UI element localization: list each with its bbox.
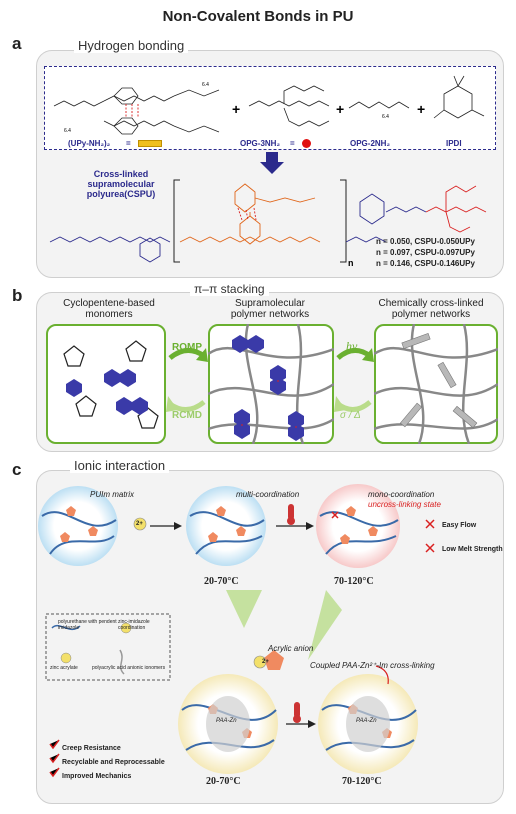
romp-rcmd-arrows [166, 348, 208, 412]
sample-1: n = 0.050, CSPU-0.050UPy [376, 237, 475, 246]
temp-label-2: 70-120°C [334, 576, 374, 587]
legend-za: zinc acrylate [50, 665, 78, 671]
upy-legend-label: (UPy-NH₂)₂ [68, 139, 111, 148]
coupled-crosslinking-label: Coupled PAA-Zn²⁺-Im cross-linking [310, 661, 435, 670]
n-label: n [348, 258, 354, 268]
paa-zn-label-2: PAA-Zn [356, 718, 377, 724]
panel-a-letter: a [12, 34, 22, 53]
figure-title: Non-Covalent Bonds in PU [162, 8, 354, 25]
reactants-box [44, 66, 496, 150]
creep-resistance-label: Creep Resistance [62, 745, 121, 752]
reactant-structures: 6.4 6.4 + + + 6.4 [53, 75, 485, 135]
panel-a-heading: Hydrogen bonding [74, 38, 189, 53]
acrylic-zn-ion: 2+ [262, 659, 269, 665]
reaction-arrow-icon [260, 152, 284, 174]
panel-c-letter: c [12, 460, 22, 479]
rcmd-label: RCMD [172, 410, 202, 421]
n-subscript-opg2: 6.4 [382, 114, 389, 120]
panel-b-letter: b [12, 286, 23, 305]
recyclable-label: Recyclable and Reprocessable [62, 759, 165, 766]
ionic-scheme [38, 484, 435, 778]
acrylic-anion-label: Acrylic anion [268, 644, 314, 653]
plus-2: + [336, 101, 344, 117]
legend-pu: polyurethane with pendent imidazole [58, 619, 117, 631]
easy-flow-label: Easy Flow [442, 522, 477, 529]
legend-paa: polyacrylic acid anionic ionomers [92, 665, 166, 671]
ipdi-legend-label: IPDI [446, 139, 462, 148]
plus-3: + [417, 101, 425, 117]
temp-label-3: 20-70°C [206, 776, 241, 787]
upy-equals: = [126, 139, 131, 148]
cspu-label: Cross-linked supramolecular polyurea(CSP… [86, 169, 156, 199]
opg3-equals: = [290, 139, 295, 148]
panel-b-heading: π–π stacking [190, 282, 269, 296]
cspu-structure: n [49, 179, 487, 268]
crosslinked-network [374, 324, 498, 444]
hv-label: hν [346, 339, 358, 353]
mono-coordination-label: mono-coordination [368, 490, 435, 499]
uncross-label: uncross-linking state [368, 500, 441, 509]
sample-2: n = 0.097, CSPU-0.097UPy [376, 248, 475, 257]
panel-c-heading: Ionic interaction [70, 458, 170, 473]
multi-coordination-label: multi-coordination [236, 490, 300, 499]
zn-ion-label: 2+ [136, 521, 143, 527]
puim-matrix-label: PUIm matrix [90, 490, 134, 499]
hv-heat-arrows [334, 348, 374, 412]
supramolecular-network [208, 324, 334, 444]
paa-zn-label-1: PAA-Zn [216, 718, 237, 724]
legend-zn: zinc-imidazole coordination [118, 619, 150, 631]
mechanics-label: Improved Mechanics [62, 773, 132, 780]
opg3-dot-icon [302, 139, 311, 148]
monomer-shapes [63, 340, 159, 429]
romp-label: ROMP [172, 342, 202, 353]
temp-label-1: 20-70°C [204, 576, 239, 587]
opg3-legend-label: OPG-3NH₂ [240, 139, 281, 148]
heat-label: σ / Δ [340, 410, 361, 421]
sample-3: n = 0.146, CSPU-0.146UPy [376, 259, 475, 268]
low-melt-label: Low Melt Strength [442, 546, 503, 553]
plus-1: + [232, 101, 240, 117]
n-subscript-bottom: 6.4 [64, 128, 71, 134]
upy-block-icon [138, 140, 162, 147]
n-subscript-top: 6.4 [202, 82, 209, 88]
opg2-legend-label: OPG-2NH₂ [350, 139, 391, 148]
temp-label-4: 70-120°C [342, 776, 382, 787]
